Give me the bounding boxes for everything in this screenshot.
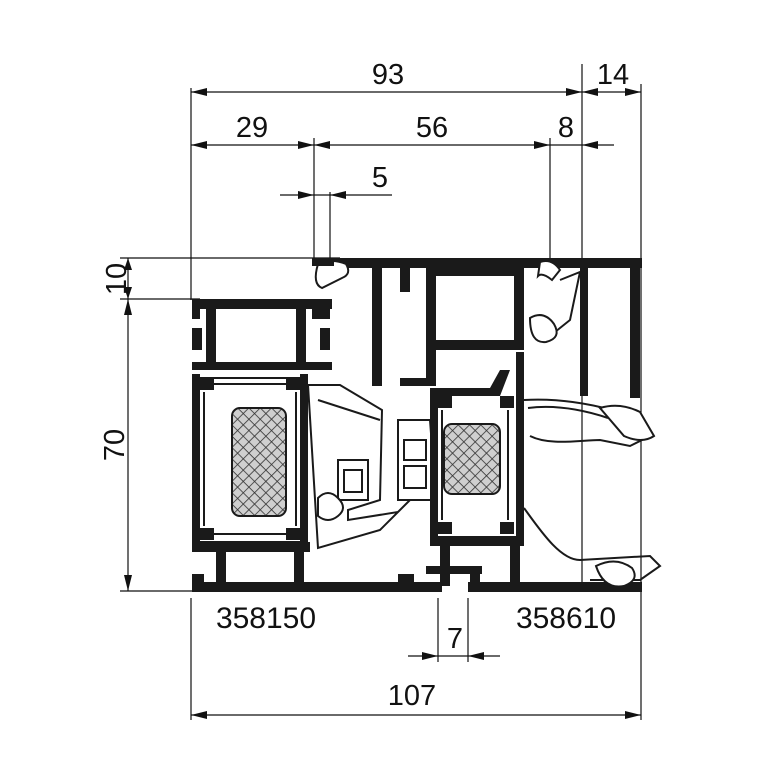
outer-seal-bottom bbox=[594, 560, 636, 588]
outer-seal-top bbox=[598, 404, 656, 441]
dim-height: 70 bbox=[99, 429, 131, 461]
dim-gasket-offset: 8 bbox=[558, 112, 574, 144]
dim-frame-width: 29 bbox=[236, 112, 268, 144]
dim-overall-bottom: 107 bbox=[388, 680, 436, 712]
frame-profile bbox=[192, 299, 442, 592]
dim-overall-top: 93 bbox=[372, 59, 404, 91]
sash-insulation-core bbox=[443, 423, 501, 495]
dim-overhang: 14 bbox=[597, 59, 629, 91]
dim-top-rebate: 10 bbox=[101, 263, 133, 295]
thermal-break bbox=[306, 384, 438, 550]
profile-code-frame: 358150 bbox=[216, 602, 316, 635]
dim-groove: 7 bbox=[447, 623, 463, 655]
frame-insulation-core bbox=[231, 407, 287, 517]
sash-profile bbox=[332, 258, 642, 592]
top-gasket bbox=[536, 260, 562, 282]
weather-seal bbox=[528, 314, 558, 344]
dim-gap: 5 bbox=[372, 162, 388, 194]
profile-code-sash: 358610 bbox=[516, 602, 616, 635]
dimension-lines bbox=[120, 64, 642, 720]
dim-sash-span: 56 bbox=[416, 112, 448, 144]
inner-gasket bbox=[317, 492, 344, 521]
outer-frame-right bbox=[523, 258, 662, 588]
